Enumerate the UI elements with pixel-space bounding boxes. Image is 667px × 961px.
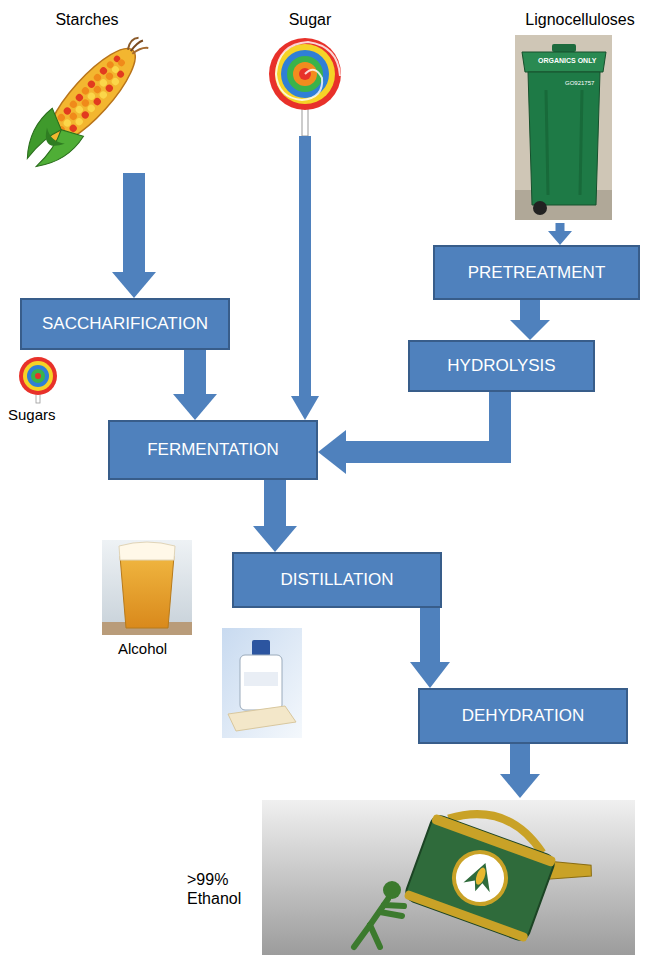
arrow-head: [510, 320, 550, 340]
flow-arrow: [253, 480, 297, 552]
arrow-shaft: [346, 392, 500, 452]
picture-node: Lignocelluloses: [505, 8, 655, 223]
bottle-picture: [222, 628, 302, 738]
process-box: SACCHARIFICATION: [20, 298, 230, 350]
step-label: PRETREATMENT: [468, 263, 606, 283]
arrow-head: [548, 231, 572, 245]
picture-caption: ORGANICS ONLY: [538, 57, 596, 65]
flow-arrow: [291, 136, 319, 420]
step-label: DEHYDRATION: [462, 706, 584, 726]
step-label: HYDROLYSIS: [447, 356, 555, 376]
arrow-head: [173, 394, 217, 420]
picture-label: Lignocelluloses: [505, 10, 655, 29]
arrow-head: [318, 430, 346, 474]
small-lollipop-picture: [19, 357, 57, 403]
step-label: SACCHARIFICATION: [42, 314, 208, 334]
flow-arrow: [548, 223, 572, 245]
process-box: HYDROLYSIS: [408, 340, 595, 392]
arrow-shaft: [510, 744, 530, 774]
step-label: FERMENTATION: [147, 440, 279, 460]
lollipop-picture: [269, 38, 341, 136]
picture-label: Starches: [12, 10, 162, 29]
arrow-shaft: [420, 608, 440, 662]
process-box: PRETREATMENT: [433, 245, 640, 300]
flow-arrow: [410, 608, 450, 688]
arrow-shaft: [556, 223, 565, 231]
picture-caption: Alcohol: [118, 640, 167, 657]
arrow-shaft: [299, 136, 311, 396]
flow-arrow: [510, 300, 550, 340]
corn-picture: [15, 25, 158, 177]
process-box: FERMENTATION: [108, 420, 318, 480]
arrow-head: [410, 662, 450, 688]
process-box: DISTILLATION: [232, 552, 442, 608]
flow-arrow: [318, 392, 500, 474]
picture-node: Sugar: [250, 8, 370, 136]
picture-label: >99% Ethanol: [187, 870, 255, 908]
arrow-shaft: [123, 173, 145, 272]
process-box: DEHYDRATION: [418, 688, 628, 744]
arrow-shaft: [184, 350, 206, 394]
arrow-head: [291, 396, 319, 420]
picture-node: Starches: [12, 8, 162, 173]
arrow-shaft: [520, 300, 540, 320]
arrow-head: [500, 774, 540, 798]
arrow-shaft: [264, 480, 286, 526]
arrow-head: [253, 526, 297, 552]
flow-arrow: [500, 744, 540, 798]
bin-picture: [515, 35, 612, 220]
step-label: DISTILLATION: [280, 570, 393, 590]
fuel-can-picture: [262, 796, 635, 956]
picture-caption: GO921757: [565, 80, 594, 87]
flow-arrow: [112, 173, 156, 298]
picture-label: Sugar: [250, 10, 370, 29]
flow-arrow: [173, 350, 217, 420]
arrow-head: [112, 272, 156, 298]
beer-picture: [102, 540, 192, 635]
picture-caption: Sugars: [8, 406, 56, 423]
picture-node: >99% Ethanol: [185, 798, 640, 958]
